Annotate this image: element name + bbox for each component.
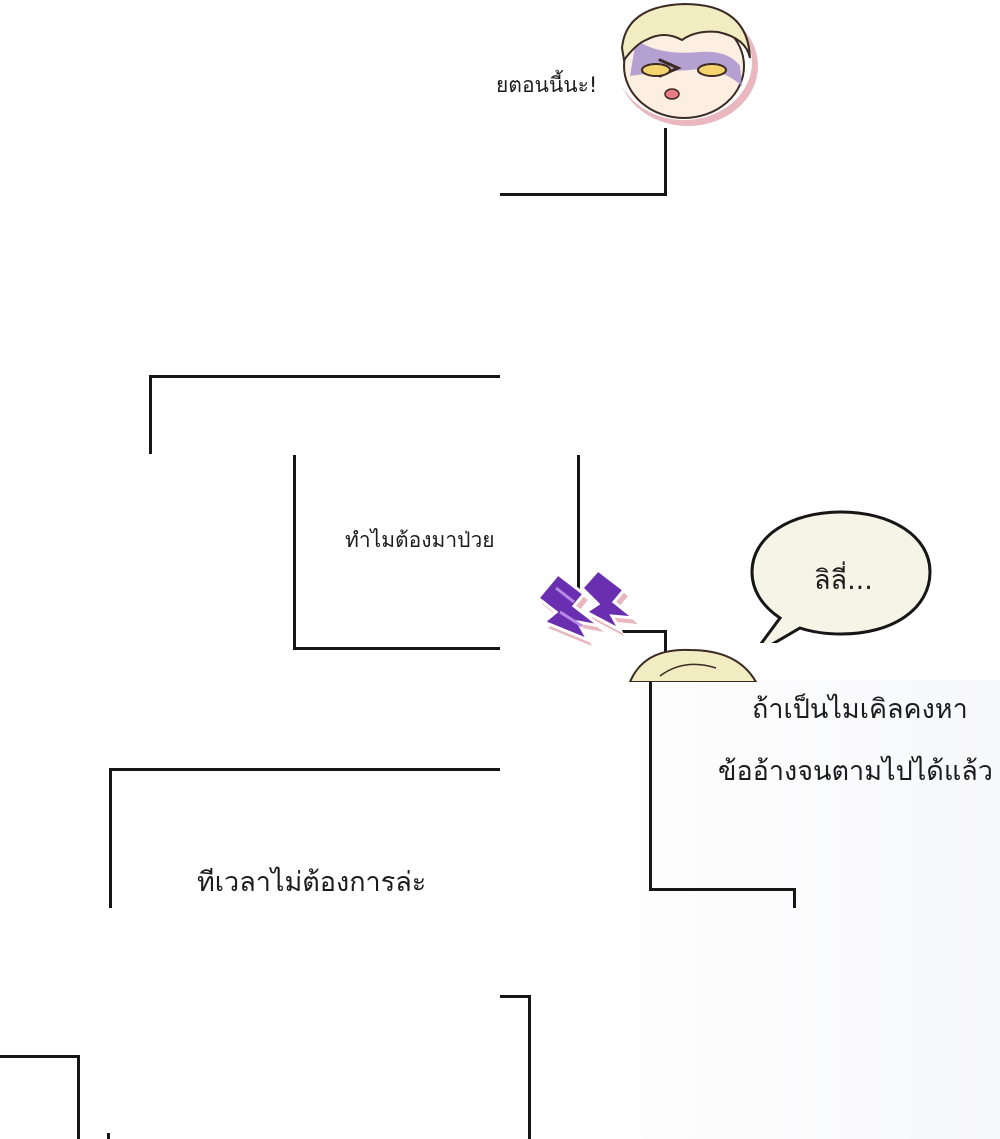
panel-border [0, 1055, 79, 1058]
narration-line-1: ถ้าเป็นไมเคิลคงหา [752, 694, 968, 725]
panel-border [109, 768, 500, 771]
top-caption: ยตอนนี้นะ! [496, 73, 598, 97]
panel-border [149, 375, 152, 454]
mid-caption: ทำไมต้องมาป่วย [345, 528, 495, 552]
panel-border [77, 1055, 80, 1139]
panel-border [528, 995, 531, 1139]
purple-lightning-icon [538, 568, 638, 646]
blushing-man-face-icon [616, 2, 758, 126]
panel-border [109, 768, 112, 908]
panel-border [293, 455, 296, 650]
panel-border [649, 682, 652, 891]
man-face-icon [628, 648, 758, 682]
speech-bubble [750, 510, 932, 643]
panel-border [649, 888, 796, 891]
panel-border [793, 888, 796, 908]
panel-border [500, 995, 531, 998]
bottom-caption: ทีเวลาไม่ต้องการล่ะ [197, 867, 427, 898]
panel-border [664, 128, 667, 196]
panel-border [664, 630, 667, 655]
panel-border [293, 647, 500, 650]
narration-line-2: ข้ออ้างจนตามไปได้แล้ว [718, 756, 993, 787]
panel-border [500, 193, 667, 196]
panel-border [620, 630, 666, 633]
panel-border [577, 455, 580, 597]
panel-border [107, 1133, 110, 1139]
speech-bubble-text: ลิลี่... [814, 565, 873, 596]
panel-border [149, 375, 500, 378]
